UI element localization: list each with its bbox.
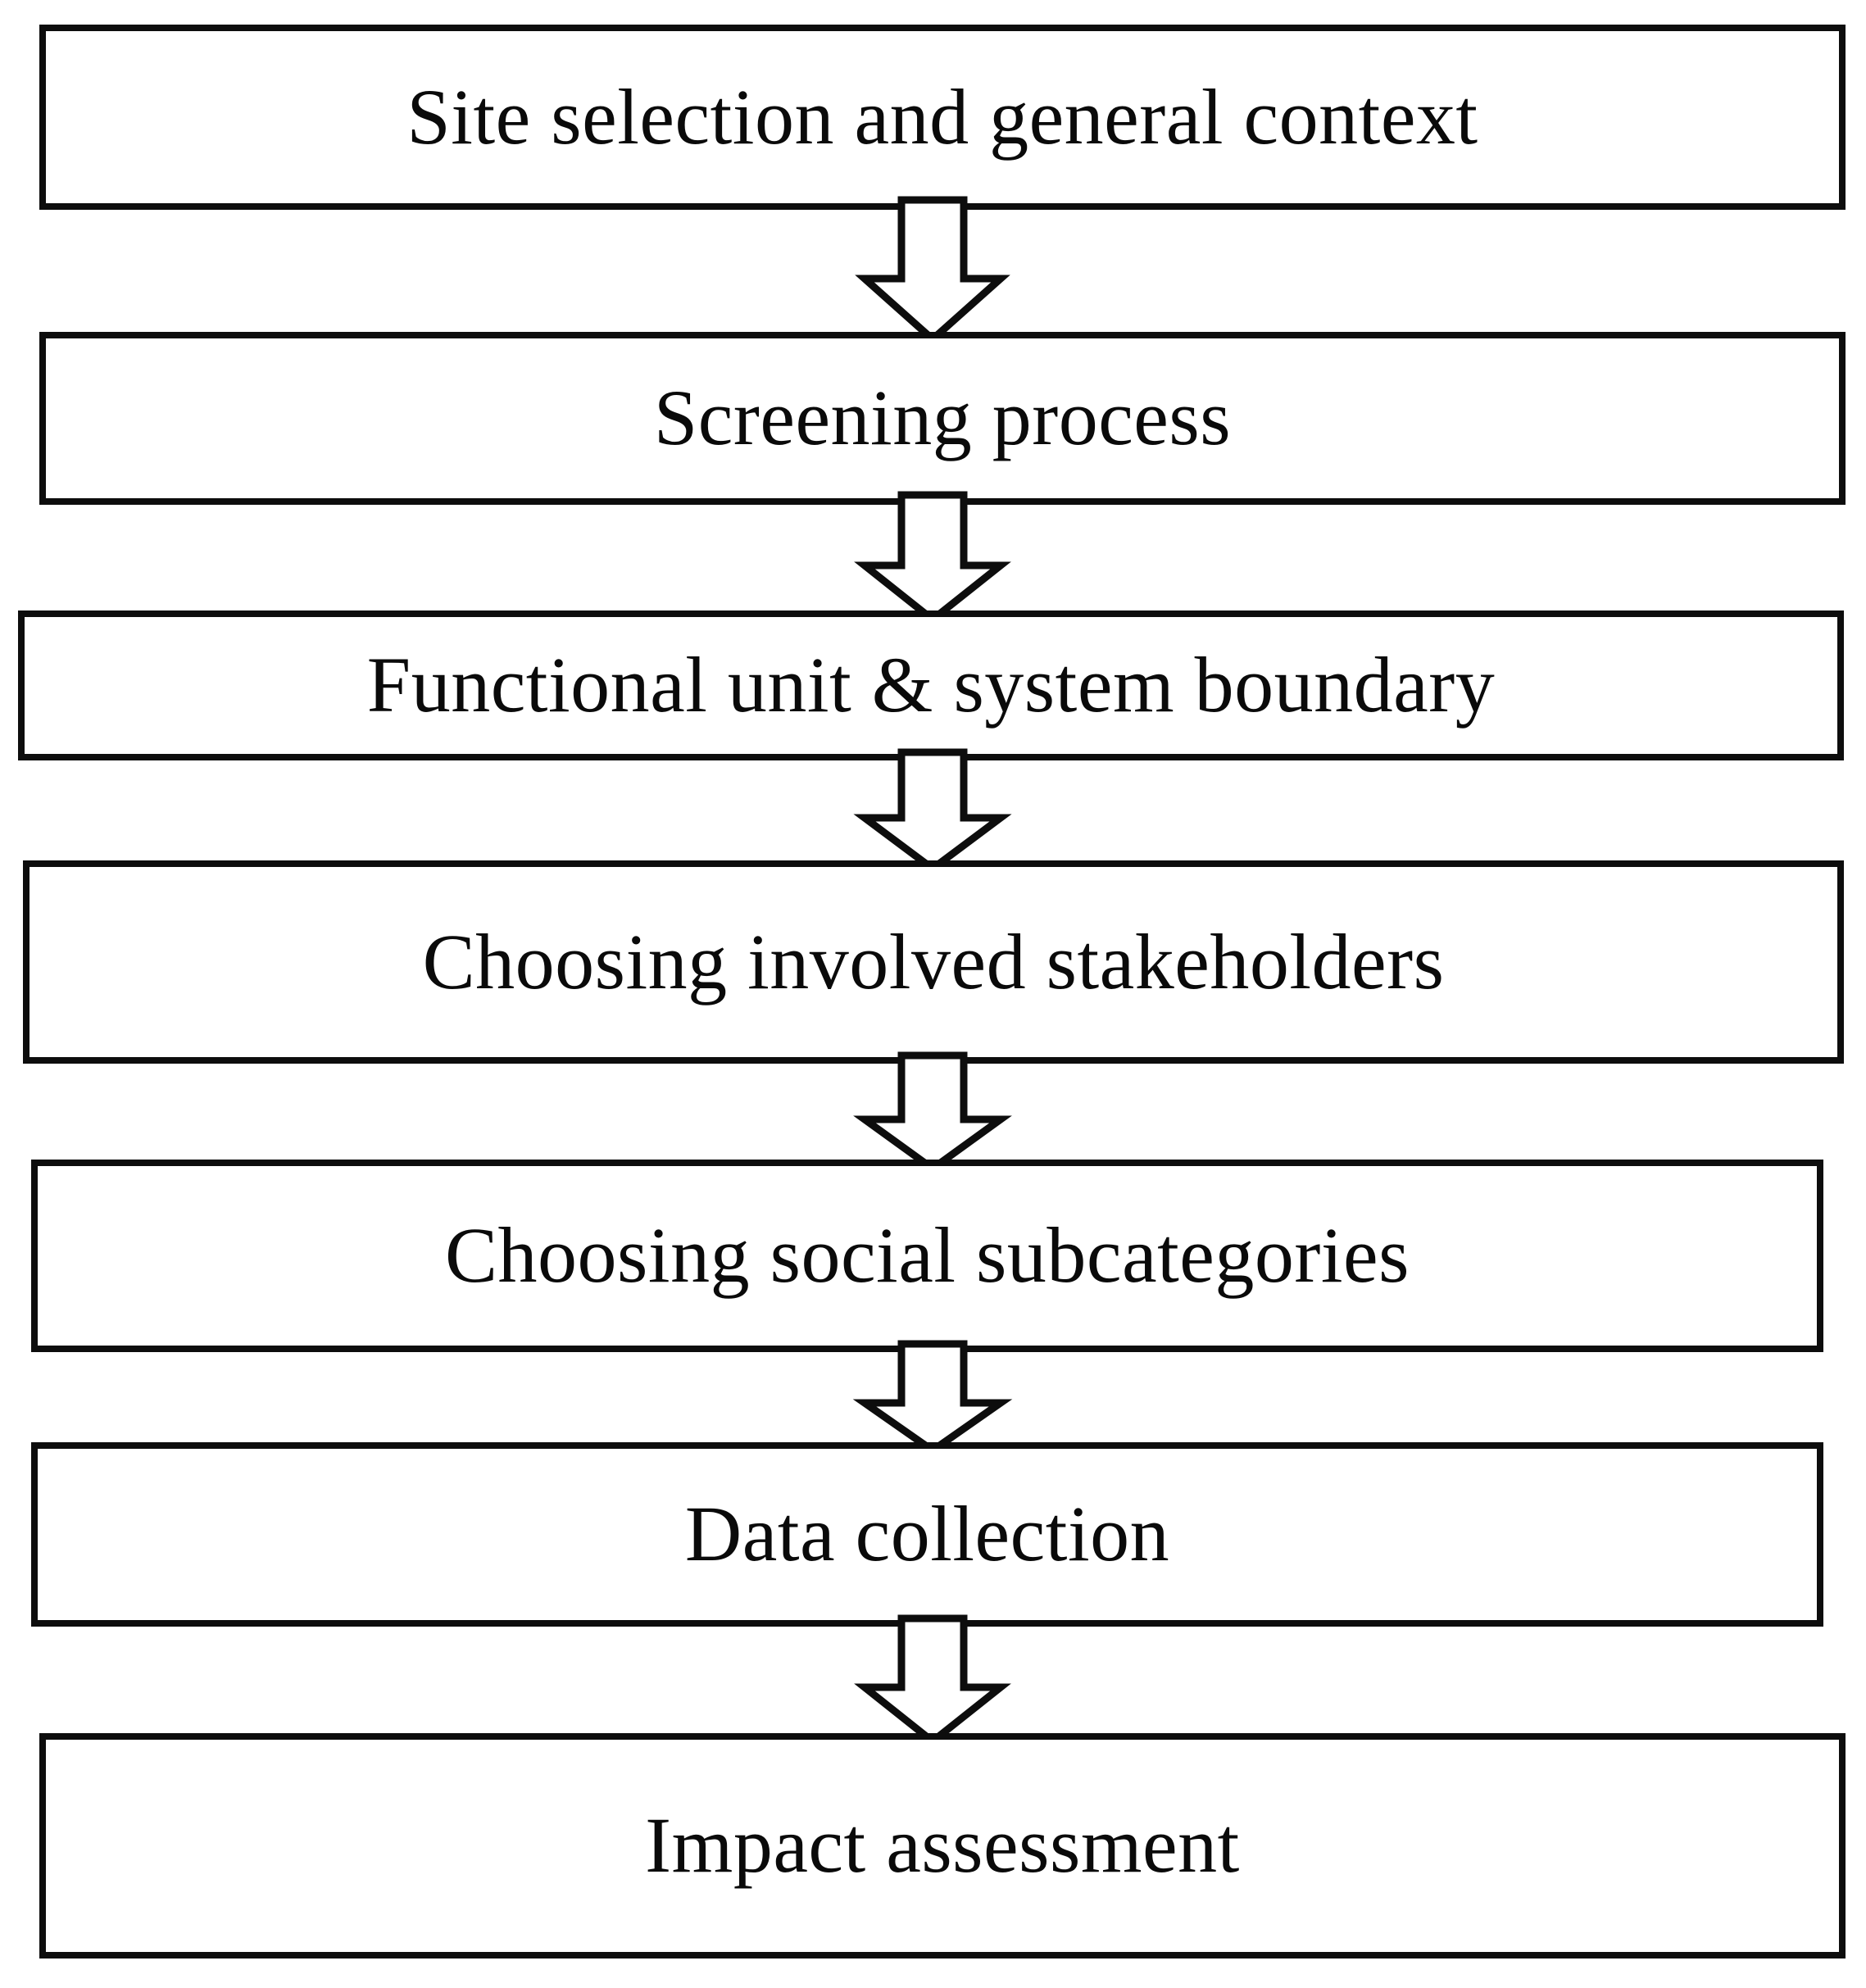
flow-node-label: Screening process bbox=[653, 374, 1232, 462]
flow-arrow-down-3 bbox=[853, 748, 1012, 874]
flow-arrow-down-5 bbox=[852, 1340, 1013, 1455]
flow-node-label: Impact assessment bbox=[645, 1801, 1240, 1890]
flow-arrow-down-2 bbox=[854, 491, 1011, 624]
flow-node-label: Functional unit & system boundary bbox=[366, 641, 1496, 729]
flow-node-choosing-involved-stakeholders[interactable]: Choosing involved stakeholders bbox=[23, 860, 1844, 1064]
flow-node-choosing-social-subcategories[interactable]: Choosing social subcategories bbox=[31, 1160, 1823, 1352]
flow-node-label: Data collection bbox=[684, 1490, 1170, 1578]
flow-node-label: Choosing social subcategories bbox=[445, 1211, 1410, 1300]
flow-node-screening-process[interactable]: Screening process bbox=[39, 332, 1846, 505]
flow-node-label: Site selection and general context bbox=[406, 72, 1478, 161]
flow-arrow-down-6 bbox=[854, 1614, 1011, 1746]
flow-node-functional-unit-system-boundary[interactable]: Functional unit & system boundary bbox=[18, 610, 1844, 760]
flow-node-site-selection[interactable]: Site selection and general context bbox=[39, 25, 1846, 210]
flow-node-label: Choosing involved stakeholders bbox=[422, 917, 1445, 1005]
flow-node-data-collection[interactable]: Data collection bbox=[31, 1442, 1823, 1627]
flow-arrow-down-1 bbox=[855, 196, 1010, 345]
flow-node-impact-assessment[interactable]: Impact assessment bbox=[39, 1733, 1846, 1958]
flow-arrow-down-4 bbox=[853, 1051, 1012, 1173]
